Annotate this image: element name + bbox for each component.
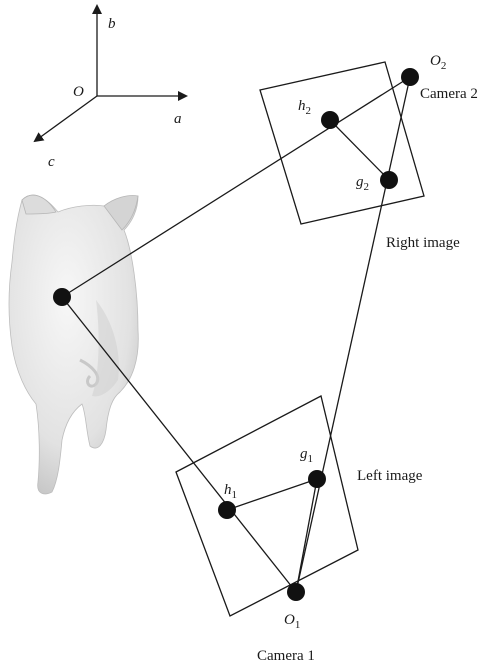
label-h1: h1 (224, 482, 237, 501)
left-image-plane (176, 396, 358, 616)
label-camera-2: Camera 2 (420, 86, 478, 102)
right-image-plane (260, 62, 424, 224)
label-o2: O2 (430, 53, 446, 72)
label-g2: g2 (356, 174, 369, 193)
segment-h2-g2 (330, 120, 389, 180)
camera-center-o1 (287, 583, 305, 601)
ray-g1-to-o1 (296, 479, 317, 592)
axis-c (35, 96, 97, 141)
image-point-g1 (308, 470, 326, 488)
ray-o2-to-o1 (296, 77, 410, 592)
label-right-image: Right image (386, 235, 460, 251)
axis-label-a: a (174, 111, 182, 127)
axis-label-origin: O (73, 84, 84, 100)
label-h2: h2 (298, 98, 311, 117)
axis-label-c: c (48, 154, 55, 170)
pig-feature-point (53, 288, 71, 306)
pig-body (9, 195, 138, 494)
image-point-h2 (321, 111, 339, 129)
image-point-h1 (218, 501, 236, 519)
segment-h1-g1 (227, 479, 317, 510)
axis-label-b: b (108, 16, 116, 32)
label-o1: O1 (284, 612, 300, 631)
label-g1: g1 (300, 446, 313, 465)
camera-center-o2 (401, 68, 419, 86)
label-left-image: Left image (357, 468, 423, 484)
image-point-g2 (380, 171, 398, 189)
label-camera-1: Camera 1 (257, 648, 315, 664)
pig-illustration (9, 195, 138, 494)
coordinate-axes: b a c O (35, 6, 186, 170)
pig-ear-left (22, 195, 56, 214)
